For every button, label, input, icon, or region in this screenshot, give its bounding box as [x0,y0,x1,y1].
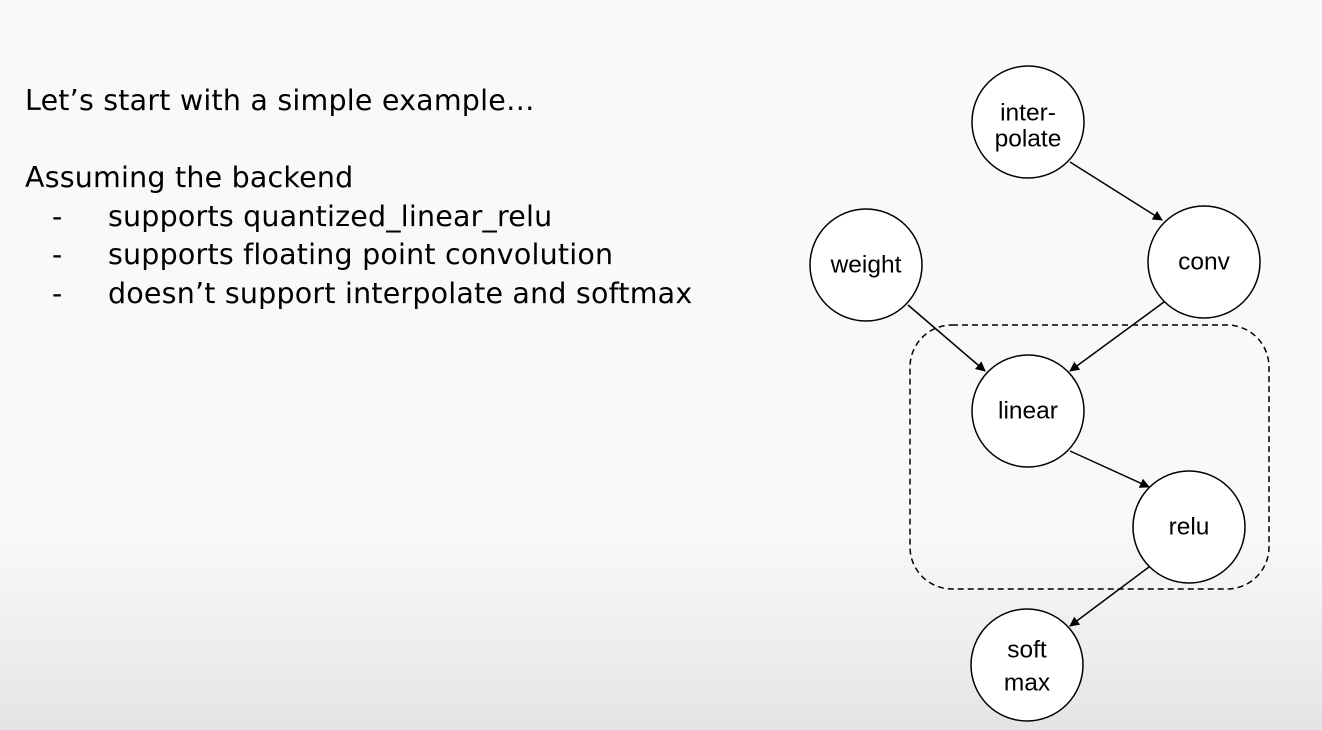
node-relu-circle [1132,470,1246,584]
node-interpolate-label-line2: polate [995,125,1062,152]
assumption-item-unsupported: - doesn’t support interpolate and softma… [25,275,785,314]
edge-relu-to-softmax [1069,566,1150,627]
node-interpolate-circle [971,65,1085,179]
assumption-item-linear-relu: - supports quantized_linear_relu [25,198,785,237]
bullet-dash: - [52,199,63,233]
node-conv: conv [1147,205,1261,319]
node-softmax: soft max [970,608,1084,722]
assumption-list: - supports quantized_linear_relu - suppo… [25,198,785,314]
fusion-group-box [909,324,1270,590]
edge-weight-to-linear [907,304,986,372]
assumption-text: doesn’t support interpolate and softmax [108,276,693,310]
assumption-item-convolution: - supports floating point convolution [25,236,785,275]
node-relu-label: relu [1169,513,1210,540]
node-linear: linear [971,354,1085,468]
bullet-dash: - [52,238,63,271]
node-softmax-label-line1: soft [1007,636,1047,663]
node-conv-label: conv [1178,248,1231,275]
node-relu: relu [1132,470,1246,584]
node-softmax-circle [970,608,1084,722]
assumption-text: supports quantized_linear_relu [108,199,553,233]
backend-intro: Assuming the backend [25,161,354,194]
slide-heading: Let’s start with a simple example… [25,84,535,117]
node-weight: weight [809,208,923,322]
node-softmax-label-line2: max [1004,669,1050,696]
assumption-text: supports floating point convolution [108,238,614,271]
edge-conv-to-linear [1069,301,1165,372]
node-linear-label: linear [998,397,1058,424]
node-interpolate: inter- polate [971,65,1085,179]
edge-linear-to-relu [1069,450,1150,488]
edge-interpolate-to-conv [1069,161,1163,221]
node-interpolate-label-line1: inter- [1000,99,1056,126]
node-weight-circle [809,208,923,322]
bullet-dash: - [52,276,63,310]
node-conv-circle [1147,205,1261,319]
node-linear-circle [971,354,1085,468]
node-weight-label: weight [830,251,902,278]
slide-text: Let’s start with a simple example… Assum… [25,82,785,313]
